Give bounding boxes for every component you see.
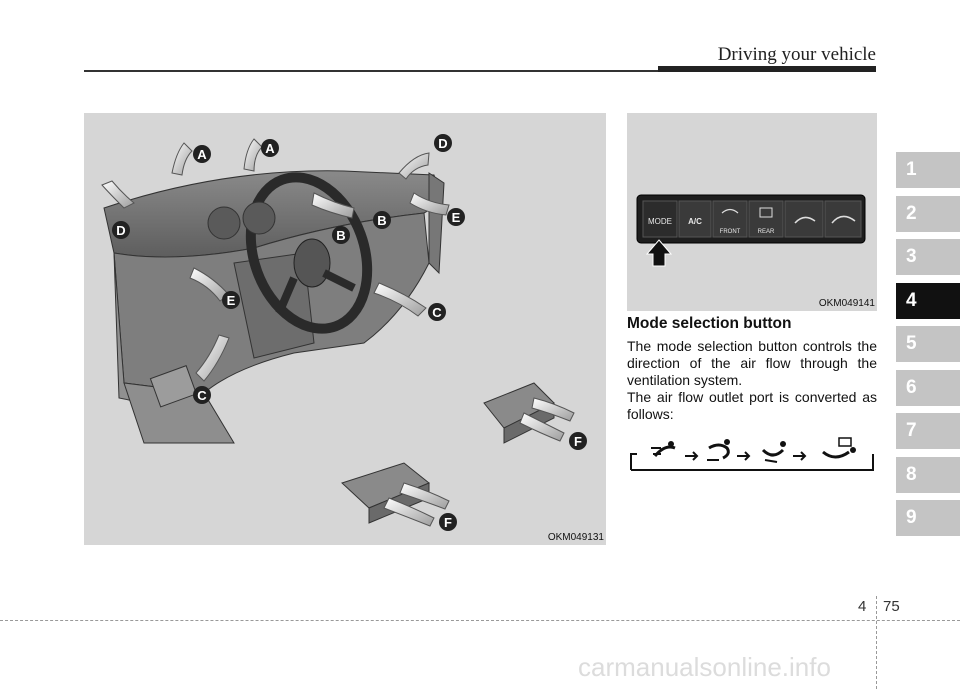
rear-button-label: REAR [758,229,775,235]
rear-defrost-icon [759,207,773,218]
outlet-label-b1: B [377,213,386,228]
mode-floor-icon [761,441,786,463]
dashboard-drawing: A A D D B B E E C C F F [101,134,587,531]
outlet-badge-c1 [428,303,446,321]
outlet-label-c1: C [432,305,442,320]
outlet-label-e1: E [452,210,461,225]
outlet-badge-a1 [193,145,211,163]
chapter-tabs: 1 2 3 4 5 6 7 8 9 [896,152,960,544]
mode-button-label: MODE [648,217,672,226]
fresh-air-button[interactable] [784,200,824,238]
outlet-label-d1: D [438,136,447,151]
sequence-arrow-3 [793,451,807,461]
recirculation-button[interactable] [824,200,862,238]
paragraph-outlet-conversion: The air flow outlet port is converted as… [627,389,877,422]
front-button-label: FRONT [720,229,741,235]
control-panel-drawing: MODE A/C FRONT REAR [636,194,866,267]
header-title: Driving your vehicle [717,44,876,65]
chapter-tab-1[interactable]: 1 [896,152,960,188]
header-bar [658,66,876,72]
mode-face-icon [651,441,676,457]
front-defrost-icon [721,208,739,214]
sequence-loop-start [630,453,637,470]
main-figure-code: OKM049131 [547,532,604,543]
outlet-label-b2: B [336,228,345,243]
outlet-badge-e2 [222,291,240,309]
footer-page-number: 75 [883,598,900,615]
section-heading: Mode selection button [627,315,792,332]
mode-bilevel-icon [707,439,730,461]
watermark: carmanualsonline.info [578,652,831,682]
outlet-label-c2: C [197,388,207,403]
outlet-badge-e1 [447,208,465,226]
footer-rule [0,620,960,621]
paragraph-mode-description: The mode selection button controls the d… [627,338,877,388]
chapter-tab-3[interactable]: 3 [896,239,960,275]
recirculation-icon [831,215,856,224]
sequence-loop-line [631,454,874,471]
front-defrost-button[interactable] [712,200,748,238]
outlet-label-e2: E [227,293,236,308]
chapter-tab-4[interactable]: 4 [896,282,960,319]
pointer-arrow-icon [645,239,673,267]
chapter-tab-9[interactable]: 9 [896,500,960,536]
outlet-badge-b2 [332,226,350,244]
sequence-arrow-2 [737,451,751,461]
footer-chapter-number: 4 [858,598,867,615]
chapter-tab-6[interactable]: 6 [896,369,960,406]
outlet-label-a2: A [265,141,275,156]
fresh-air-icon [794,216,816,224]
outlet-badge-b1 [373,211,391,229]
dashboard-illustration: A A D D B B E E C C F F OKM049131 [84,113,606,545]
outlet-label-d2: D [116,223,125,238]
outlet-badge-d1 [434,134,452,152]
outlet-label-a1: A [197,147,207,162]
mode-button[interactable] [642,200,678,238]
control-panel-illustration: MODE A/C FRONT REAR OKM049141 [627,113,877,311]
outlet-label-f2: F [444,515,452,530]
chapter-tab-7[interactable]: 7 [896,413,960,449]
ac-button-label: A/C [688,217,702,226]
outlet-badge-f1 [569,432,587,450]
footer-divider [876,596,877,689]
header-rule [84,70,660,72]
outlet-label-f1: F [574,434,582,449]
rear-defrost-button[interactable] [748,200,784,238]
outlet-badge-a2 [261,139,279,157]
outlet-badge-c2 [193,386,211,404]
chapter-tab-5[interactable]: 5 [896,326,960,362]
chapter-tab-2[interactable]: 2 [896,195,960,232]
outlet-badge-d2 [112,221,130,239]
mode-sequence-diagram [627,434,877,479]
outlet-badge-f2 [439,513,457,531]
mode-floor-defrost-icon [822,437,856,459]
panel-figure-code: OKM049141 [818,298,875,309]
ac-button[interactable] [678,200,712,238]
chapter-tab-8[interactable]: 8 [896,456,960,493]
sequence-arrow-1 [685,451,699,461]
